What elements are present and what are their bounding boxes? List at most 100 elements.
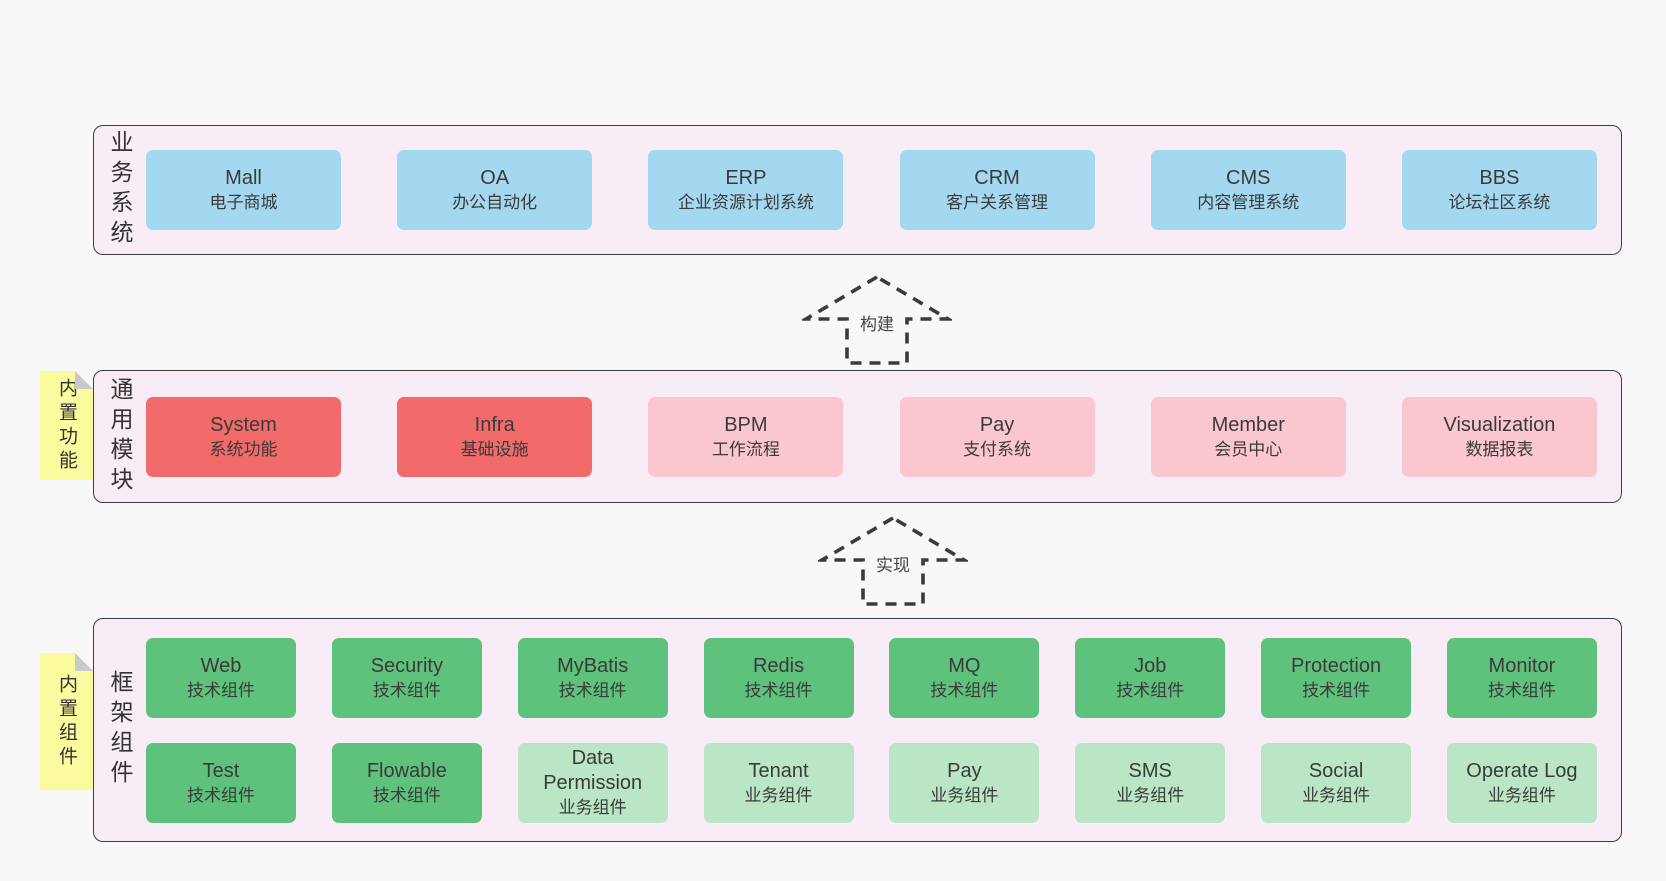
- box-name: MQ: [948, 654, 981, 677]
- box-name: Data Permission: [543, 747, 643, 794]
- box-desc: 办公自动化: [452, 193, 538, 212]
- box-name: Job: [1134, 654, 1167, 677]
- box-desc: 企业资源计划系统: [677, 193, 814, 212]
- layer-business-systems: 业务系统 Mall 电子商城 OA 办公自动化 ERP 企业资源计划系统 CRM 客户关系管理…: [93, 125, 1622, 255]
- arrow-label-build: 构建: [802, 310, 952, 335]
- box-desc: 技术组件: [187, 785, 255, 805]
- box-name: ERP: [725, 167, 767, 189]
- box-desc: 技术组件: [558, 680, 627, 700]
- box-desc: 业务组件: [558, 798, 627, 817]
- box-name: Member: [1211, 413, 1285, 436]
- box-mall: Mall 电子商城: [146, 150, 341, 230]
- box-desc: 业务组件: [1487, 785, 1556, 805]
- box-protection: Protection 技术组件: [1261, 637, 1412, 718]
- box-desc: 技术组件: [187, 680, 255, 700]
- box-desc: 内容管理系统: [1197, 193, 1300, 212]
- box-desc: 技术组件: [1487, 680, 1556, 700]
- box-erp: ERP 企业资源计划系统: [648, 150, 844, 230]
- tab-built-in-components-label: 内置组件: [56, 673, 77, 770]
- box-name: Infra: [474, 413, 515, 436]
- box-desc: 业务组件: [1302, 785, 1371, 805]
- box-name: CRM: [974, 167, 1020, 189]
- box-desc: 业务组件: [930, 785, 999, 805]
- box-name: Pay: [947, 759, 982, 782]
- box-desc: 技术组件: [930, 680, 999, 700]
- box-member: Member 会员中心: [1150, 396, 1346, 477]
- box-name: Security: [370, 654, 443, 677]
- box-desc: 电子商城: [209, 193, 278, 212]
- box-name: Web: [200, 654, 242, 677]
- box-social: Social 业务组件: [1261, 742, 1412, 823]
- box-monitor: Monitor 技术组件: [1446, 637, 1597, 718]
- box-name: Test: [202, 759, 240, 782]
- box-pay: Pay 业务组件: [889, 742, 1040, 823]
- box-name: Tenant: [748, 759, 809, 782]
- box-desc: 业务组件: [744, 785, 813, 805]
- box-name: BBS: [1479, 167, 1520, 189]
- box-bpm: BPM 工作流程: [648, 396, 844, 477]
- up-arrow-dashed-icon: [802, 274, 952, 365]
- box-desc: 会员中心: [1214, 439, 1283, 459]
- box-desc: 技术组件: [1302, 680, 1371, 700]
- box-flowable: Flowable 技术组件: [331, 742, 482, 823]
- implement-arrow: 实现: [818, 513, 968, 609]
- box-name: Protection: [1291, 654, 1382, 677]
- box-visualization: Visualization 数据报表: [1401, 396, 1597, 477]
- box-desc: 基础设施: [460, 439, 529, 459]
- box-name: Flowable: [366, 759, 447, 782]
- box-desc: 技术组件: [1116, 680, 1185, 700]
- box-name: Pay: [979, 413, 1015, 436]
- box-desc: 数据报表: [1465, 439, 1534, 459]
- box-system: System 系统功能: [146, 396, 341, 477]
- box-name: Monitor: [1488, 654, 1556, 677]
- layer-label-business-systems: 业务系统: [107, 130, 133, 250]
- box-name: BPM: [724, 413, 768, 436]
- modules-boxes-row: System 系统功能 Infra 基础设施 BPM 工作流程 Pay 支付系统 Member 会…: [146, 371, 1597, 502]
- box-crm: CRM 客户关系管理: [899, 150, 1095, 230]
- tab-built-in-components: 内置组件: [40, 653, 93, 790]
- box-data-permission: Data Permission 业务组件: [517, 742, 668, 823]
- box-redis: Redis 技术组件: [703, 637, 854, 718]
- box-name: Visualization: [1443, 413, 1556, 436]
- layer-label-common-modules: 通用模块: [107, 376, 133, 497]
- box-desc: 客户关系管理: [946, 193, 1049, 212]
- box-desc: 工作流程: [711, 439, 780, 459]
- box-name: Redis: [752, 654, 805, 677]
- tab-built-in-features: 内置功能: [40, 371, 93, 480]
- box-name: Mall: [225, 167, 262, 189]
- box-name: SMS: [1128, 759, 1172, 782]
- box-name: System: [210, 413, 277, 436]
- box-infra: Infra 基础设施: [397, 396, 593, 477]
- box-job: Job 技术组件: [1075, 637, 1226, 718]
- box-desc: 论坛社区系统: [1448, 193, 1551, 212]
- box-desc: 技术组件: [372, 680, 441, 700]
- build-arrow: 构建: [802, 272, 952, 368]
- box-name: Social: [1308, 759, 1364, 782]
- arrow-label-implement: 实现: [818, 551, 968, 576]
- box-name: CMS: [1226, 167, 1271, 189]
- layer-label-framework-components: 框架组件: [107, 670, 133, 790]
- box-web: Web 技术组件: [146, 637, 296, 718]
- box-cms: CMS 内容管理系统: [1150, 150, 1346, 230]
- box-desc: 技术组件: [744, 680, 813, 700]
- box-oa: OA 办公自动化: [397, 150, 593, 230]
- box-desc: 支付系统: [963, 439, 1032, 459]
- box-name: MyBatis: [557, 654, 629, 677]
- box-name: OA: [480, 167, 510, 189]
- box-test: Test 技术组件: [146, 742, 296, 823]
- box-desc: 系统功能: [209, 439, 278, 459]
- box-bbs: BBS 论坛社区系统: [1401, 150, 1597, 230]
- box-desc: 技术组件: [372, 785, 441, 805]
- layer-common-modules: 通用模块 System 系统功能 Infra 基础设施 BPM 工作流程 Pay 支付系统 Me…: [93, 370, 1622, 503]
- up-arrow-dashed-icon: [818, 515, 968, 606]
- tab-built-in-features-label: 内置功能: [56, 377, 77, 474]
- box-tenant: Tenant 业务组件: [703, 742, 854, 823]
- business-boxes-row: Mall 电子商城 OA 办公自动化 ERP 企业资源计划系统 CRM 客户关系管理 CMS 内容…: [146, 126, 1597, 254]
- box-mq: MQ 技术组件: [889, 637, 1040, 718]
